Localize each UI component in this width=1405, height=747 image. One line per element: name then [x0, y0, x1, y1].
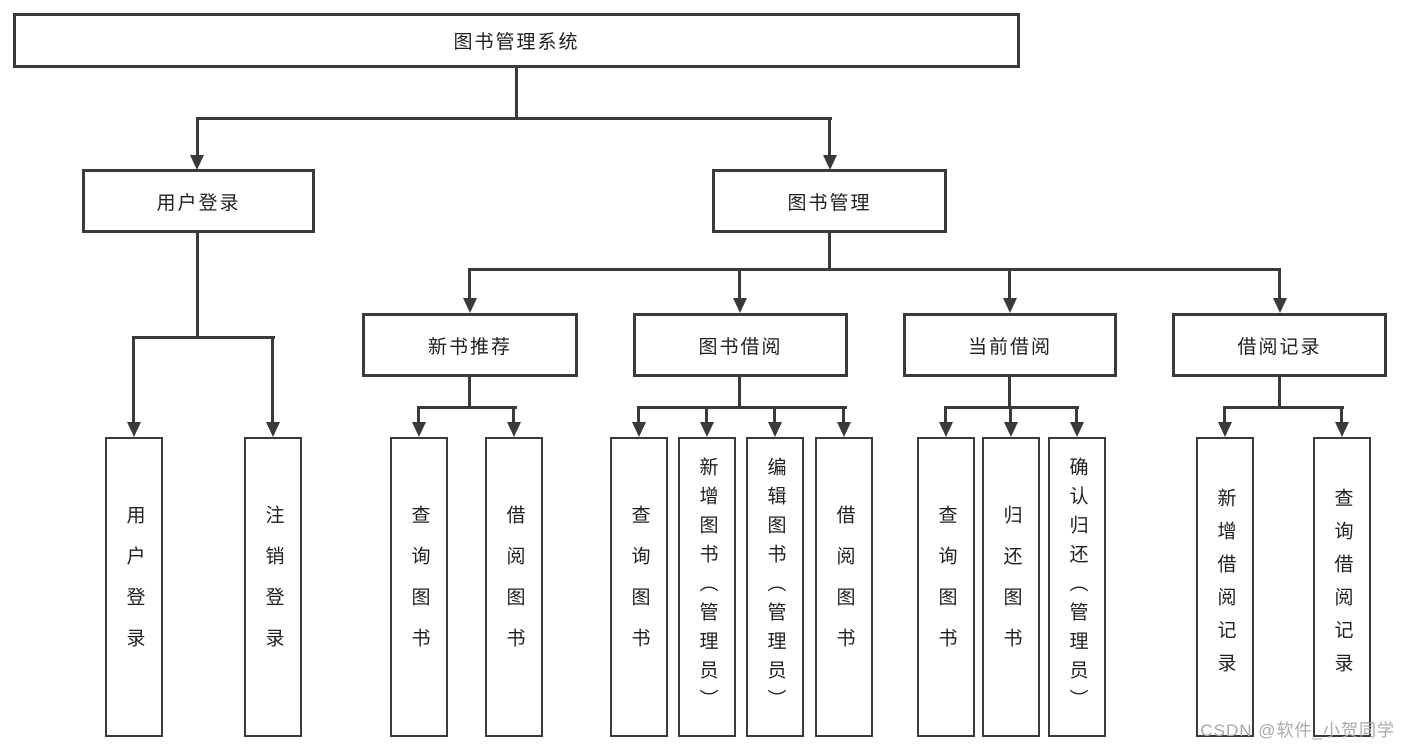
connector [417, 406, 517, 409]
arrow-down-icon [733, 298, 747, 313]
connector [196, 117, 832, 120]
node-book-management-label: 图书管理 [787, 192, 872, 214]
arrow-down-icon [463, 298, 477, 313]
connector [1009, 406, 1012, 424]
leaf-query-book-2-label: 查询图书 [628, 505, 650, 669]
node-borrowing-records: 借阅记录 [1172, 313, 1387, 377]
leaf-query-book-3: 查询图书 [917, 437, 975, 737]
arrow-down-icon [412, 422, 426, 437]
connector [828, 233, 831, 270]
connector [196, 117, 199, 158]
node-library-system-label: 图书管理系统 [453, 32, 580, 53]
leaf-add-borrow-record-label: 新增借阅记录 [1214, 488, 1236, 686]
arrow-down-icon [939, 422, 953, 437]
leaf-query-book-1: 查询图书 [390, 437, 448, 737]
csdn-watermark: CSDN @软件_小贺同学 [1200, 721, 1395, 740]
leaf-query-book-2: 查询图书 [610, 437, 668, 737]
connector [1075, 406, 1078, 424]
connector [196, 233, 199, 336]
arrow-down-icon [266, 422, 280, 437]
connector [738, 377, 741, 407]
leaf-add-book-admin: 新增图书（管理员） [678, 437, 736, 737]
node-new-book-recommend: 新书推荐 [362, 313, 578, 377]
connector [468, 268, 1281, 271]
arrow-down-icon [190, 155, 204, 170]
node-library-system: 图书管理系统 [13, 13, 1020, 68]
leaf-borrow-book-1: 借阅图书 [485, 437, 543, 737]
connector [512, 406, 515, 424]
leaf-query-borrow-record-label: 查询借阅记录 [1331, 488, 1353, 686]
node-book-management: 图书管理 [712, 169, 947, 233]
arrow-down-icon [507, 422, 521, 437]
leaf-logout-label: 注销登录 [262, 505, 284, 669]
connector [132, 336, 135, 424]
connector [132, 336, 275, 339]
connector [738, 268, 741, 300]
connector [637, 406, 847, 409]
node-book-borrowing-label: 图书借阅 [698, 336, 783, 358]
leaf-confirm-return-admin-label: 确认归还（管理员） [1066, 456, 1088, 718]
leaf-user-login-label: 用户登录 [123, 505, 145, 669]
node-new-book-recommend-label: 新书推荐 [427, 336, 512, 358]
leaf-edit-book-admin-label: 编辑图书（管理员） [764, 456, 786, 718]
node-book-borrowing: 图书借阅 [633, 313, 848, 377]
leaf-logout: 注销登录 [244, 437, 302, 737]
connector [828, 117, 831, 158]
node-current-borrowing: 当前借阅 [903, 313, 1117, 377]
connector [1223, 406, 1226, 424]
connector [417, 406, 420, 424]
leaf-borrow-book-2-label: 借阅图书 [833, 505, 855, 669]
arrow-down-icon [1003, 298, 1017, 313]
arrow-down-icon [1273, 298, 1287, 313]
node-user-login-label: 用户登录 [156, 192, 241, 214]
connector [271, 336, 274, 424]
leaf-query-borrow-record: 查询借阅记录 [1313, 437, 1371, 737]
connector [1278, 377, 1281, 407]
leaf-add-book-admin-label: 新增图书（管理员） [696, 456, 718, 718]
connector [773, 406, 776, 424]
connector [1278, 268, 1281, 300]
leaf-query-book-3-label: 查询图书 [935, 505, 957, 669]
leaf-confirm-return-admin: 确认归还（管理员） [1048, 437, 1106, 737]
connector [705, 406, 708, 424]
leaf-query-book-1-label: 查询图书 [408, 505, 430, 669]
node-user-login: 用户登录 [82, 169, 315, 233]
connector [468, 268, 471, 300]
connector [637, 406, 640, 424]
leaf-return-book: 归还图书 [982, 437, 1040, 737]
connector [1008, 377, 1011, 407]
connector [468, 377, 471, 407]
connector [842, 406, 845, 424]
leaf-edit-book-admin: 编辑图书（管理员） [746, 437, 804, 737]
arrow-down-icon [700, 422, 714, 437]
connector [944, 406, 947, 424]
connector [1223, 406, 1344, 409]
leaf-user-login: 用户登录 [105, 437, 163, 737]
arrow-down-icon [1070, 422, 1084, 437]
leaf-return-book-label: 归还图书 [1000, 505, 1022, 669]
arrow-down-icon [127, 422, 141, 437]
arrow-down-icon [1218, 422, 1232, 437]
connector [515, 68, 518, 118]
arrow-down-icon [1335, 422, 1349, 437]
node-current-borrowing-label: 当前借阅 [967, 336, 1052, 358]
connector [1008, 268, 1011, 300]
arrow-down-icon [823, 155, 837, 170]
leaf-borrow-book-1-label: 借阅图书 [503, 505, 525, 669]
leaf-borrow-book-2: 借阅图书 [815, 437, 873, 737]
arrow-down-icon [768, 422, 782, 437]
arrow-down-icon [837, 422, 851, 437]
arrow-down-icon [632, 422, 646, 437]
arrow-down-icon [1004, 422, 1018, 437]
node-borrowing-records-label: 借阅记录 [1237, 336, 1322, 358]
leaf-add-borrow-record: 新增借阅记录 [1196, 437, 1254, 737]
connector [1340, 406, 1343, 424]
